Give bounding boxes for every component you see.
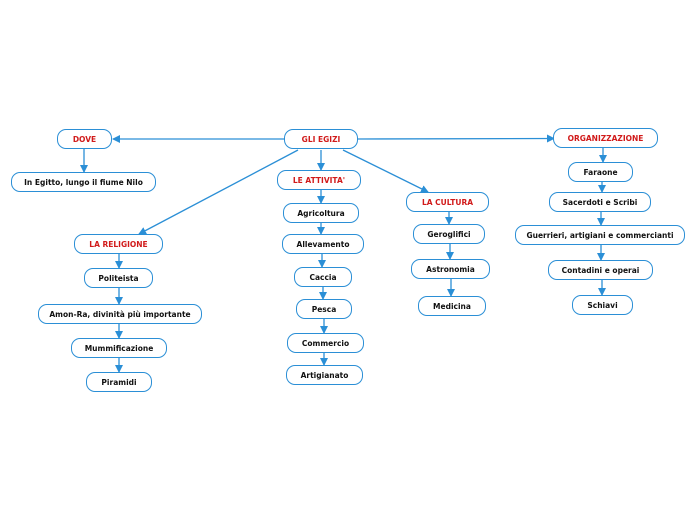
cultura-item-2[interactable]: Astronomia <box>411 259 490 279</box>
org-item-2[interactable]: Sacerdoti e Scribi <box>549 192 651 212</box>
branch-cultura[interactable]: LA CULTURA <box>406 192 489 212</box>
cultura-item-1[interactable]: Geroglifici <box>413 224 485 244</box>
org-item-5[interactable]: Schiavi <box>572 295 633 315</box>
attivita-item-4[interactable]: Pesca <box>296 299 352 319</box>
attivita-item-2[interactable]: Allevamento <box>282 234 364 254</box>
edge-root-religione <box>138 149 299 235</box>
org-item-1[interactable]: Faraone <box>568 162 633 182</box>
religione-item-1[interactable]: Politeista <box>84 268 153 288</box>
attivita-item-6[interactable]: Artigianato <box>286 365 363 385</box>
religione-item-2[interactable]: Amon-Ra, divinità più importante <box>38 304 202 324</box>
org-item-4[interactable]: Contadini e operai <box>548 260 653 280</box>
dove-item-1[interactable]: In Egitto, lungo il fiume Nilo <box>11 172 156 192</box>
edge-root-organizzazione <box>357 134 555 143</box>
org-item-3[interactable]: Guerrieri, artigiani e commercianti <box>515 225 685 245</box>
cultura-item-3[interactable]: Medicina <box>418 296 486 316</box>
religione-item-4[interactable]: Piramidi <box>86 372 152 392</box>
religione-item-3[interactable]: Mummificazione <box>71 338 167 358</box>
root-node[interactable]: GLI EGIZI <box>284 129 358 149</box>
branch-dove[interactable]: DOVE <box>57 129 112 149</box>
branch-attivita[interactable]: LE ATTIVITA' <box>277 170 361 190</box>
branch-religione[interactable]: LA RELIGIONE <box>74 234 163 254</box>
attivita-item-1[interactable]: Agricoltura <box>283 203 359 223</box>
branch-organizzazione[interactable]: ORGANIZZAZIONE <box>553 128 658 148</box>
attivita-item-5[interactable]: Commercio <box>287 333 364 353</box>
attivita-item-3[interactable]: Caccia <box>294 267 352 287</box>
